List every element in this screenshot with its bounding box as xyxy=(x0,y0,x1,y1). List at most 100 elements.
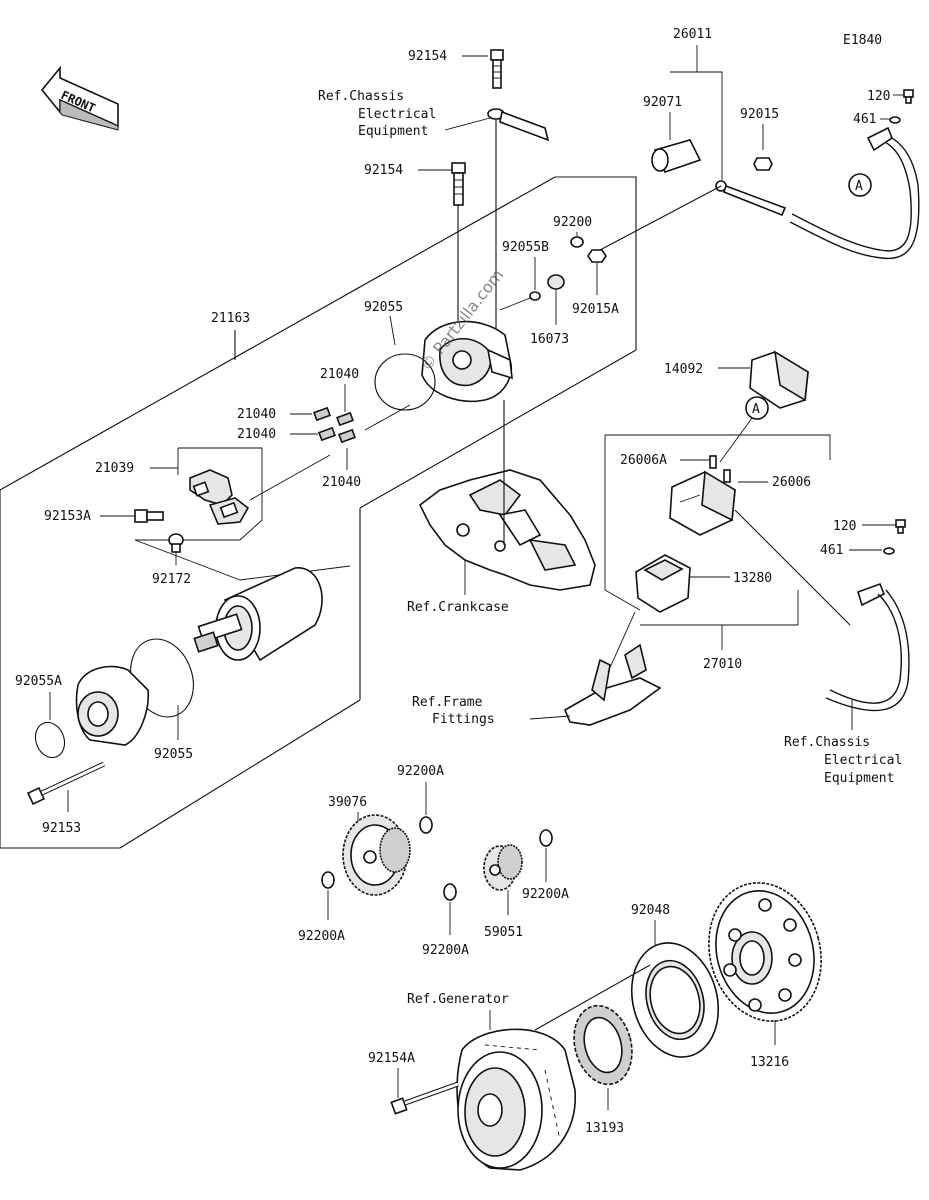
callout-92153: 92153 xyxy=(42,821,81,836)
callout-16073: 16073 xyxy=(530,332,569,347)
callout-26006a: 26006A xyxy=(620,453,667,468)
callout-21040-c: 21040 xyxy=(237,427,276,442)
callout-59051: 59051 xyxy=(484,925,523,940)
subassembly-outline-21039 xyxy=(135,447,263,541)
callout-92154-mid: 92154 xyxy=(364,163,403,178)
starter-relay-26006 xyxy=(669,455,736,536)
washer-92200a-4 xyxy=(539,829,553,847)
callout-92200: 92200 xyxy=(553,215,592,230)
callout-92055-top: 92055 xyxy=(364,300,403,315)
oring-92055a xyxy=(34,721,66,759)
one-way-clutch-13193 xyxy=(573,1004,633,1086)
front-arrow-icon: FRONT xyxy=(40,65,119,131)
ref-frame-2: Fittings xyxy=(432,712,495,727)
callout-92015: 92015 xyxy=(740,107,779,122)
assembly-outline-21163 xyxy=(0,176,637,849)
bolt-92154a xyxy=(390,1081,459,1115)
callout-21163: 21163 xyxy=(211,311,250,326)
bolt-92154-mid xyxy=(451,162,466,320)
starter-end-cover xyxy=(421,320,513,402)
battery-cable-26011 xyxy=(599,126,920,260)
callout-92172: 92172 xyxy=(152,572,191,587)
relay-cable-right xyxy=(825,582,910,712)
circle-a-mid-icon xyxy=(745,396,769,420)
screw-120-top xyxy=(903,89,914,104)
callout-461-top: 461 xyxy=(853,112,876,127)
screw-92153a xyxy=(134,509,164,523)
callout-92154-top: 92154 xyxy=(408,49,447,64)
crankcase-reference xyxy=(418,400,596,591)
idle-gear-39076 xyxy=(342,814,411,896)
callout-92055-low: 92055 xyxy=(154,747,193,762)
callout-92055b: 92055B xyxy=(502,240,549,255)
washer-461-top xyxy=(889,116,901,124)
callout-92200a-4: 92200A xyxy=(522,887,569,902)
ref-crankcase: Ref.Crankcase xyxy=(407,600,509,615)
callout-13280: 13280 xyxy=(733,571,772,586)
callout-13193: 13193 xyxy=(585,1121,624,1136)
ref-frame-1: Ref.Frame xyxy=(412,695,483,710)
washer-92200a-3 xyxy=(443,883,457,901)
washer-92200a-2 xyxy=(321,871,335,889)
ref-chassis-right-1: Ref.Chassis xyxy=(784,735,870,750)
callout-21039: 21039 xyxy=(95,461,134,476)
ref-chassis-right-3: Equipment xyxy=(824,771,894,786)
callout-26006: 26006 xyxy=(772,475,811,490)
circle-a-top: A xyxy=(855,179,863,194)
brush-holder-21039 xyxy=(189,469,250,525)
callout-39076: 39076 xyxy=(328,795,367,810)
callout-92200a-3: 92200A xyxy=(422,943,469,958)
callout-92200a-1: 92200A xyxy=(397,764,444,779)
washer-92200a-1 xyxy=(419,816,433,834)
circle-a-top-icon xyxy=(848,173,872,197)
idle-gear-59051 xyxy=(483,844,523,891)
callout-120-mid: 120 xyxy=(833,519,856,534)
callout-92015a: 92015A xyxy=(572,302,619,317)
callout-26011: 26011 xyxy=(673,27,712,42)
starter-clutch-plate-92048 xyxy=(630,942,720,1058)
washer-92200 xyxy=(570,236,584,248)
starter-motor-body xyxy=(193,567,323,662)
screw-120-mid xyxy=(895,519,906,534)
generator-rotor-reference xyxy=(456,1028,576,1171)
ref-chassis-top-2: Electrical xyxy=(358,107,436,122)
nut-92015 xyxy=(753,157,773,171)
terminal-cap-92071 xyxy=(651,139,702,173)
screw-92172 xyxy=(168,533,184,553)
starter-front-cover xyxy=(75,665,150,746)
relay-boot-13280 xyxy=(635,554,691,613)
callout-21040-a: 21040 xyxy=(320,367,359,382)
callout-92200a-2: 92200A xyxy=(298,929,345,944)
ref-chassis-top-1: Ref.Chassis xyxy=(318,89,404,104)
callout-13216: 13216 xyxy=(750,1055,789,1070)
chassis-terminal-top xyxy=(487,108,550,350)
callout-92153a: 92153A xyxy=(44,509,91,524)
callout-120-top: 120 xyxy=(867,89,890,104)
bolt-92154-top xyxy=(490,49,504,89)
starter-clutch-gear-13216 xyxy=(708,882,822,1022)
relay-cover-14092 xyxy=(749,350,809,409)
ref-chassis-right-2: Electrical xyxy=(824,753,902,768)
callout-14092: 14092 xyxy=(664,362,703,377)
washer-461-mid xyxy=(883,547,895,555)
callout-21040-b: 21040 xyxy=(237,407,276,422)
callout-27010: 27010 xyxy=(703,657,742,672)
relay-assembly-outline-27010 xyxy=(604,434,831,650)
callout-92154a: 92154A xyxy=(368,1051,415,1066)
callout-92048: 92048 xyxy=(631,903,670,918)
callout-92055a: 92055A xyxy=(15,674,62,689)
nut-92015a xyxy=(587,249,607,263)
bolt-92153 xyxy=(26,761,106,806)
callout-92071: 92071 xyxy=(643,95,682,110)
callout-21040-d: 21040 xyxy=(322,475,361,490)
diagram-code: E1840 xyxy=(843,33,882,48)
ref-generator: Ref.Generator xyxy=(407,992,509,1007)
nut-16073 xyxy=(547,274,565,290)
circle-a-mid: A xyxy=(752,402,760,417)
oring-92055-top xyxy=(374,353,436,411)
frame-fitting-reference xyxy=(563,611,662,726)
ref-chassis-top-3: Equipment xyxy=(358,124,428,139)
oring-92055b xyxy=(529,291,541,301)
brush-springs-21040 xyxy=(313,406,356,444)
